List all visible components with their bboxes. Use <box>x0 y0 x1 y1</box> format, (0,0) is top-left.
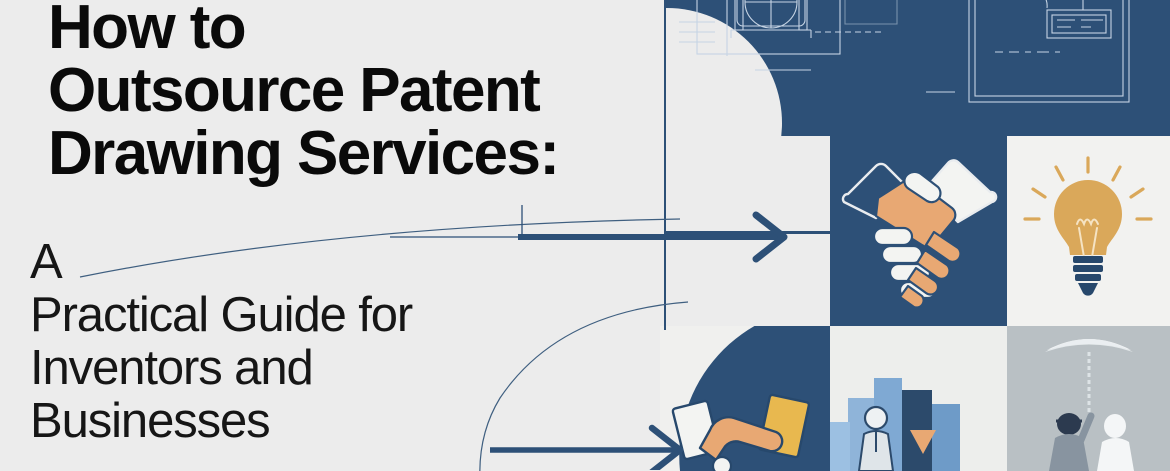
two-people-umbrella-icon <box>1045 339 1134 471</box>
decorative-curve-upper <box>79 218 680 278</box>
handshake-panel <box>830 136 1007 326</box>
person-left <box>1049 412 1095 471</box>
standing-figure <box>857 405 895 471</box>
arrow-lower <box>490 424 684 470</box>
arrow-upper <box>390 205 788 263</box>
page-subtitle: A Practical Guide for Inventors and Busi… <box>30 235 413 448</box>
umbrella-panel <box>1007 326 1170 471</box>
person-right <box>1097 414 1134 471</box>
lightbulb-panel <box>1007 136 1170 326</box>
bulb-glass <box>1054 180 1122 255</box>
handshake-icon <box>841 159 998 309</box>
blueprint-document-icon <box>925 0 1130 103</box>
frame-line-vertical-mid <box>924 0 926 137</box>
city-figure-panel <box>830 326 1007 471</box>
frame-line-horizontal-mid <box>664 231 832 234</box>
decorative-curve-lower <box>479 301 689 471</box>
lightbulb-icon <box>1023 156 1153 296</box>
text-column: How to Outsource Patent Drawing Services… <box>30 0 560 448</box>
bulb-base <box>1073 256 1103 296</box>
city-buildings-figure-icon <box>830 378 960 471</box>
frame-line-vertical-left <box>664 0 666 330</box>
hand-holding-documents-icon <box>671 326 830 471</box>
page-title: How to Outsource Patent Drawing Services… <box>48 0 560 189</box>
image-grid <box>552 0 1170 471</box>
blueprint-gear-icon <box>679 0 898 71</box>
hand-documents-panel <box>660 326 830 471</box>
